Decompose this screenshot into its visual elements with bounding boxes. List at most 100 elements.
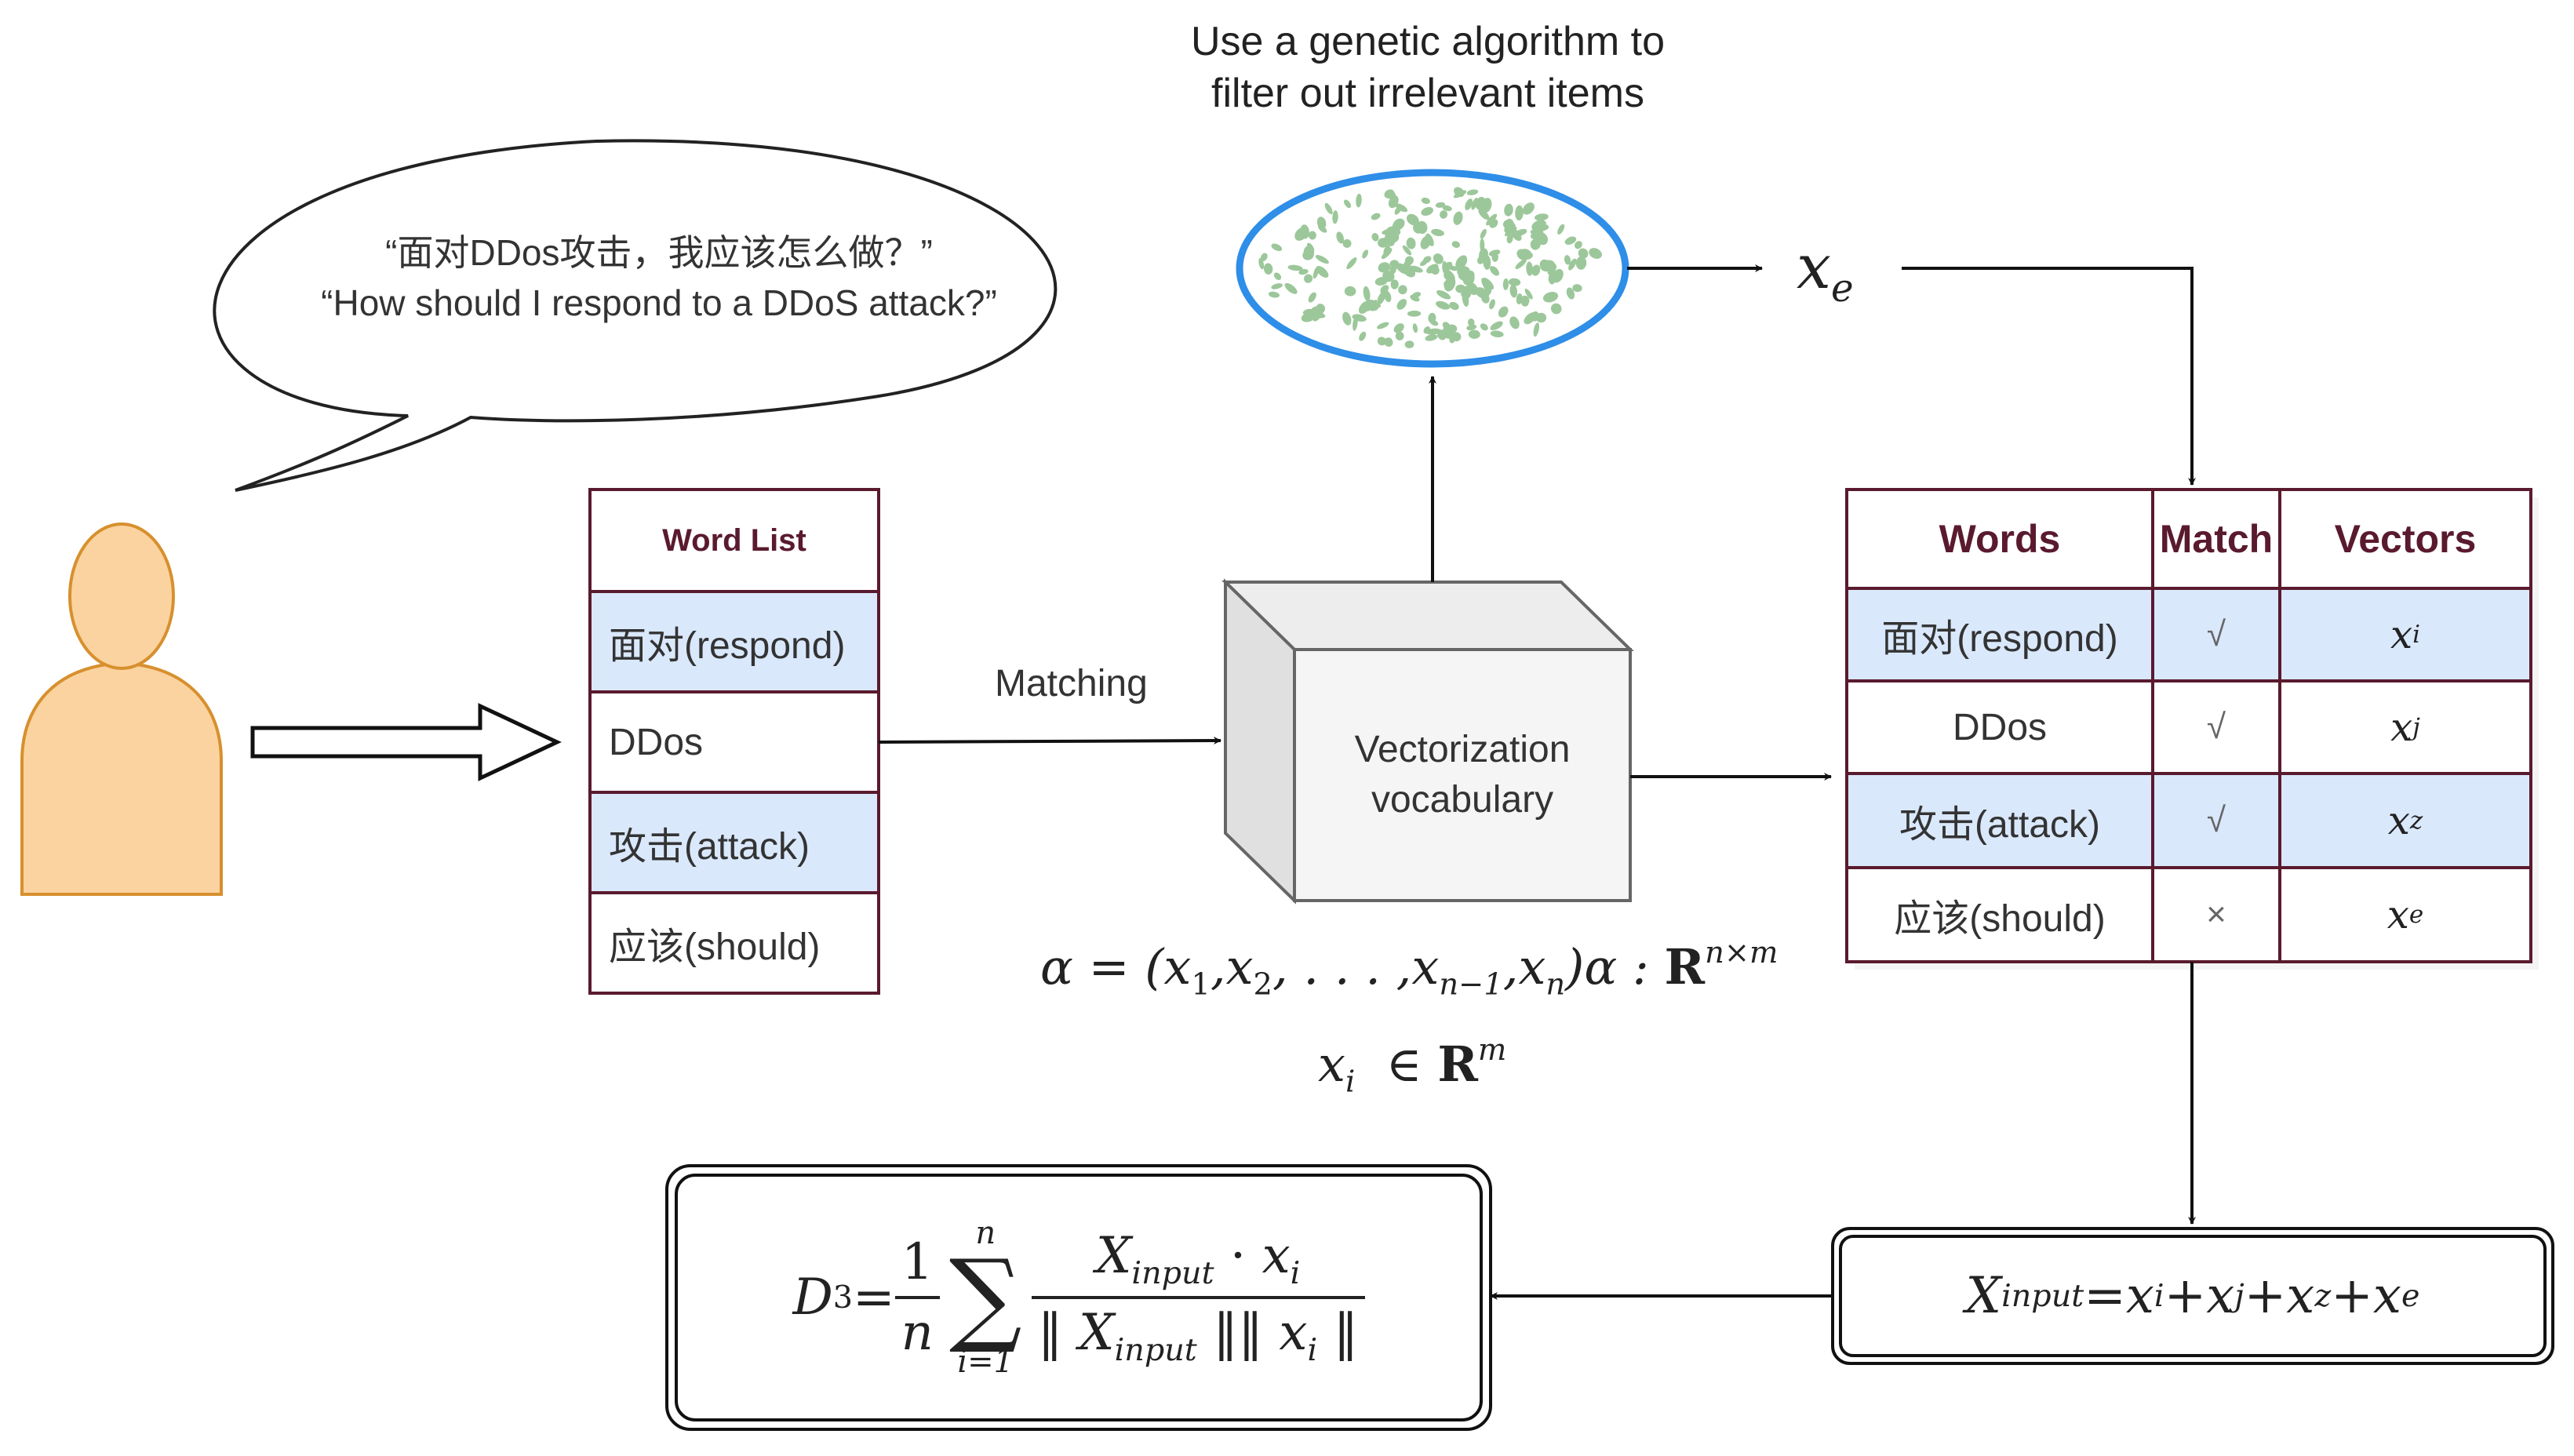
filter-dot xyxy=(1471,198,1478,210)
filter-dot xyxy=(1371,213,1381,220)
filter-dot xyxy=(1304,274,1313,283)
filter-dot xyxy=(1564,255,1571,265)
filter-dot xyxy=(1406,237,1416,249)
filter-dot xyxy=(1483,254,1491,270)
filter-dot xyxy=(1420,235,1431,249)
filter-dot xyxy=(1412,323,1418,333)
filter-dot xyxy=(1421,206,1433,217)
filter-dot xyxy=(1378,238,1389,248)
d3-sigma-top: n xyxy=(975,1215,996,1252)
filter-dot xyxy=(1410,294,1420,302)
d3-numerator: Xinput · xi xyxy=(1090,1227,1307,1296)
filter-dot xyxy=(1371,233,1379,242)
speech-text: “面对DDos攻击，我应该怎么做？” “How should I respond… xyxy=(228,228,1090,328)
speech-text-chinese: “面对DDos攻击，我应该怎么做？” xyxy=(385,232,933,273)
d3-den-X: X xyxy=(1079,1304,1115,1362)
filter-dot xyxy=(1440,210,1448,219)
d3-frac-1n: 1 n xyxy=(894,1233,940,1362)
d3-norm: ‖ xyxy=(1238,1304,1264,1362)
filter-dot xyxy=(1271,283,1283,289)
alpha-comma: , xyxy=(1210,937,1226,996)
filter-dot xyxy=(1451,241,1460,248)
filter-dot xyxy=(1433,253,1444,264)
filter-dot xyxy=(1462,270,1475,286)
filter-dot xyxy=(1548,272,1556,285)
filter-dot xyxy=(1524,316,1532,325)
filter-dot xyxy=(1413,221,1425,234)
filter-dot xyxy=(1395,331,1404,340)
filter-dot xyxy=(1589,248,1602,259)
filter-dot xyxy=(1358,300,1371,314)
vectorization-label-line1: Vectorization xyxy=(1354,729,1571,770)
d3-den-x: x xyxy=(1279,1304,1308,1362)
filter-dot xyxy=(1465,198,1473,210)
alpha-x2: x xyxy=(1225,937,1254,996)
filter-dot xyxy=(1547,264,1557,275)
filter-dot xyxy=(1409,265,1423,273)
filter-dot xyxy=(1502,278,1509,290)
d3-sigma-bottom: i=1 xyxy=(957,1343,1014,1380)
filter-dot xyxy=(1353,316,1358,331)
filter-dot xyxy=(1468,329,1480,339)
filter-dot xyxy=(1402,245,1412,256)
filter-dot xyxy=(1515,205,1524,220)
filter-dot xyxy=(1377,337,1387,346)
xi-sub: i xyxy=(1345,1064,1356,1100)
xinput-box xyxy=(1831,1227,2554,1365)
table-cell-match: × xyxy=(2206,895,2226,934)
filter-dot xyxy=(1390,279,1399,289)
filter-dot xyxy=(1480,228,1487,239)
filter-caption-line2: filter out irrelevant items xyxy=(1211,71,1644,116)
filter-dot xyxy=(1431,228,1444,237)
filter-dot xyxy=(1336,231,1345,244)
filter-dot xyxy=(1342,238,1352,248)
d3-num-X: X xyxy=(1095,1227,1132,1286)
filter-dot xyxy=(1442,205,1452,212)
filter-dot xyxy=(1526,261,1533,276)
vector-sub: z xyxy=(2409,806,2423,835)
filter-dot xyxy=(1271,243,1283,252)
filter-dot xyxy=(1453,211,1463,225)
filter-dot xyxy=(1301,312,1316,322)
d3-sigma: n ∑ i=1 xyxy=(949,1218,1022,1378)
filter-dot xyxy=(1308,292,1316,303)
filter-dot xyxy=(1444,268,1455,280)
d3-D: D xyxy=(792,1269,833,1327)
filter-dot xyxy=(1506,233,1513,244)
alpha-sup: n×m xyxy=(1705,935,1778,970)
xe-to-table-arrow xyxy=(1902,267,2196,486)
filter-dot xyxy=(1535,213,1549,221)
filter-caption: Use a genetic algorithm to filter out ir… xyxy=(1083,16,1773,119)
word-list-item: 应该(should) xyxy=(609,926,821,968)
xinput-eq: = xyxy=(2084,1267,2126,1325)
filter-dot xyxy=(1531,264,1541,276)
alpha-dots: , . . . , xyxy=(1272,937,1412,996)
matching-arrow xyxy=(878,737,1221,745)
filter-dot xyxy=(1486,213,1498,226)
table-cell-word: 攻击(attack) xyxy=(1899,804,2101,846)
filter-dot xyxy=(1444,280,1454,289)
d3-n: n xyxy=(894,1296,940,1362)
filter-dot xyxy=(1425,328,1441,335)
word-list-table xyxy=(588,488,880,995)
d3-norm: ‖ xyxy=(1213,1304,1239,1362)
filter-dot xyxy=(1475,287,1490,299)
filter-dot xyxy=(1298,268,1309,275)
filter-dot xyxy=(1508,278,1521,286)
filter-caption-line1: Use a genetic algorithm to xyxy=(1190,19,1666,64)
filter-dot xyxy=(1284,282,1298,294)
xi-sup: m xyxy=(1477,1032,1507,1068)
match-table xyxy=(1845,488,2539,970)
filter-dot xyxy=(1426,264,1439,274)
filter-dot xyxy=(1384,337,1393,347)
table-header-words: Words xyxy=(1939,517,2061,561)
filter-dot xyxy=(1550,303,1562,315)
filter-dot xyxy=(1451,332,1462,342)
filter-dot xyxy=(1542,291,1559,303)
xinput-plus: + xyxy=(2164,1267,2207,1325)
xinput-xi: x xyxy=(2125,1267,2154,1325)
table-cell-match: √ xyxy=(2206,615,2226,653)
speech-bubble xyxy=(213,139,1058,492)
